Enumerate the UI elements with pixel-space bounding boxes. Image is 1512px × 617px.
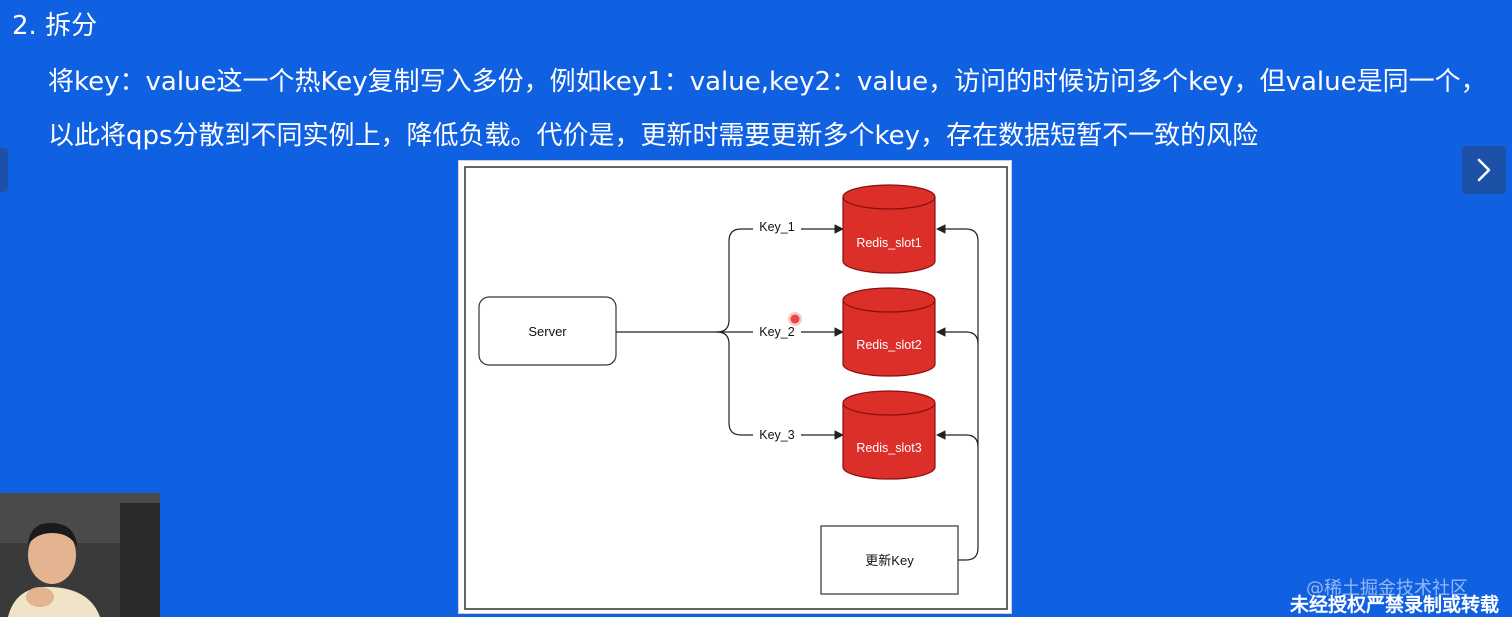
redis-slot-1-cylinder: Redis_slot1 [842, 184, 936, 274]
diagram-frame [464, 166, 1008, 610]
key-label-1: Key_1 [759, 220, 794, 234]
update-arrow-3 [936, 430, 979, 448]
redis-split-diagram: Server Key_1 Key_2 Key_3 Redis_slot1 Red… [458, 160, 1012, 614]
update-arrow-1 [936, 224, 979, 561]
redis-slot-2-label: Redis_slot2 [856, 338, 921, 352]
server-label: Server [528, 324, 567, 339]
presenter-webcam [0, 493, 160, 617]
redis-slot-1-label: Redis_slot1 [856, 236, 921, 250]
arrow-key1 [716, 224, 844, 333]
copyright-notice: 未经授权严禁录制或转载 [1290, 594, 1500, 616]
next-slide-button[interactable] [1462, 146, 1506, 194]
key-label-3: Key_3 [759, 428, 794, 442]
key-label-2: Key_2 [759, 325, 794, 339]
redis-slot-3-cylinder: Redis_slot3 [842, 390, 936, 480]
paragraph-line-1: 将key：value这一个热Key复制写入多份，例如key1：value,key… [48, 67, 1487, 97]
laser-pointer-dot [790, 314, 800, 324]
chevron-right-icon [1477, 158, 1491, 182]
slide-heading: 2. 拆分 [12, 11, 98, 41]
redis-slot-3-label: Redis_slot3 [856, 441, 921, 455]
previous-slide-button[interactable] [0, 148, 8, 192]
redis-slot-2-cylinder: Redis_slot2 [842, 287, 936, 377]
arrow-key3 [716, 331, 844, 440]
update-key-label: 更新Key [865, 553, 914, 568]
paragraph-line-2: 以此将qps分散到不同实例上，降低负载。代价是，更新时需要更新多个key，存在数… [48, 121, 1259, 151]
server-box [478, 296, 617, 366]
site-watermark: @稀土掘金技术社区 [1306, 578, 1468, 599]
update-arrow-2 [936, 327, 979, 345]
